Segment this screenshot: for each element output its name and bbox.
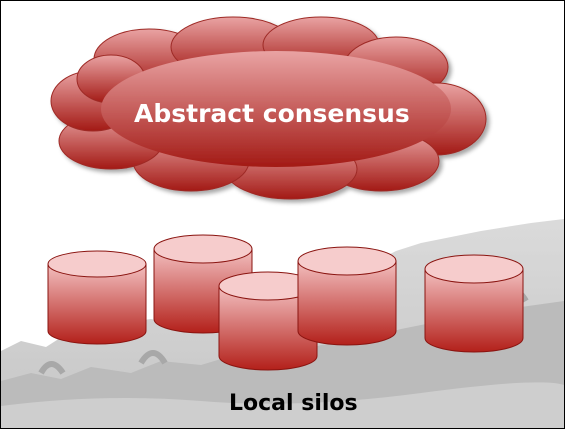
- cloud-label: Abstract consensus: [134, 99, 410, 128]
- silo-cylinder-5: [424, 254, 524, 353]
- abstract-consensus-cloud: [50, 16, 487, 200]
- silo-cylinder-1: [47, 250, 147, 345]
- silo-cylinder-3: [218, 271, 318, 371]
- silo-cylinder-4: [297, 246, 397, 346]
- silos-label: Local silos: [229, 391, 358, 416]
